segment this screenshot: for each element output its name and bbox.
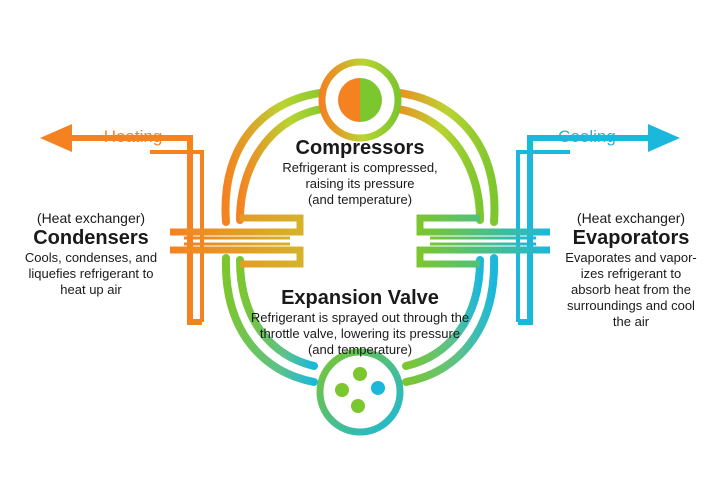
expansion-valve-dots-icon — [316, 348, 404, 436]
condenser-block: (Heat exchanger) Condensers Cools, conde… — [6, 210, 176, 298]
heating-label: Heating — [103, 127, 163, 146]
condenser-coil — [166, 214, 304, 268]
expansion-desc-line-3: (and temperature) — [307, 342, 413, 357]
evaporator-title: Evaporators — [572, 227, 690, 249]
compressor-desc-line-2: raising its pressure — [305, 176, 415, 191]
upper-refrigerant-loop — [221, 88, 499, 226]
compressor-desc-line-3: (and temperature) — [307, 192, 413, 207]
expansion-desc-line-2: throttle valve, lowering its pressure — [259, 326, 461, 341]
compressor-title: Compressors — [295, 137, 425, 159]
evaporator-block: (Heat exchanger) Evaporators Evaporates … — [546, 210, 716, 330]
evaporator-desc-line-3: absorb heat from the — [571, 282, 691, 297]
expansion-desc-line-1: Refrigerant is sprayed out through the — [250, 310, 470, 325]
evaporator-desc-line-5: the air — [612, 314, 650, 329]
condenser-desc-line-3: heat up air — [60, 282, 122, 297]
evaporator-coil — [416, 214, 554, 268]
condenser-title: Condensers — [33, 227, 149, 249]
condenser-desc-line-1: Cools, condenses, and — [24, 250, 158, 265]
condenser-desc-line-2: liquefies refrigerant to — [28, 266, 154, 281]
evaporator-desc-line-4: surroundings and cool — [567, 298, 695, 313]
lower-refrigerant-loop — [221, 254, 499, 386]
cooling-label: Cooling — [558, 127, 616, 146]
compressor-half-circle-icon — [318, 58, 402, 142]
compressor-block: Compressors Refrigerant is compressed, r… — [250, 136, 470, 208]
expansion-title: Expansion Valve — [281, 287, 439, 309]
evaporator-subtitle: (Heat exchanger) — [576, 210, 686, 226]
compressor-desc-line-1: Refrigerant is compressed, — [282, 160, 438, 175]
condenser-subtitle: (Heat exchanger) — [36, 210, 146, 226]
evaporator-desc-line-2: izes refrigerant to — [580, 266, 682, 281]
evaporator-desc-line-1: Evaporates and vapor- — [565, 250, 697, 265]
expansion-block: Expansion Valve Refrigerant is sprayed o… — [220, 286, 500, 358]
